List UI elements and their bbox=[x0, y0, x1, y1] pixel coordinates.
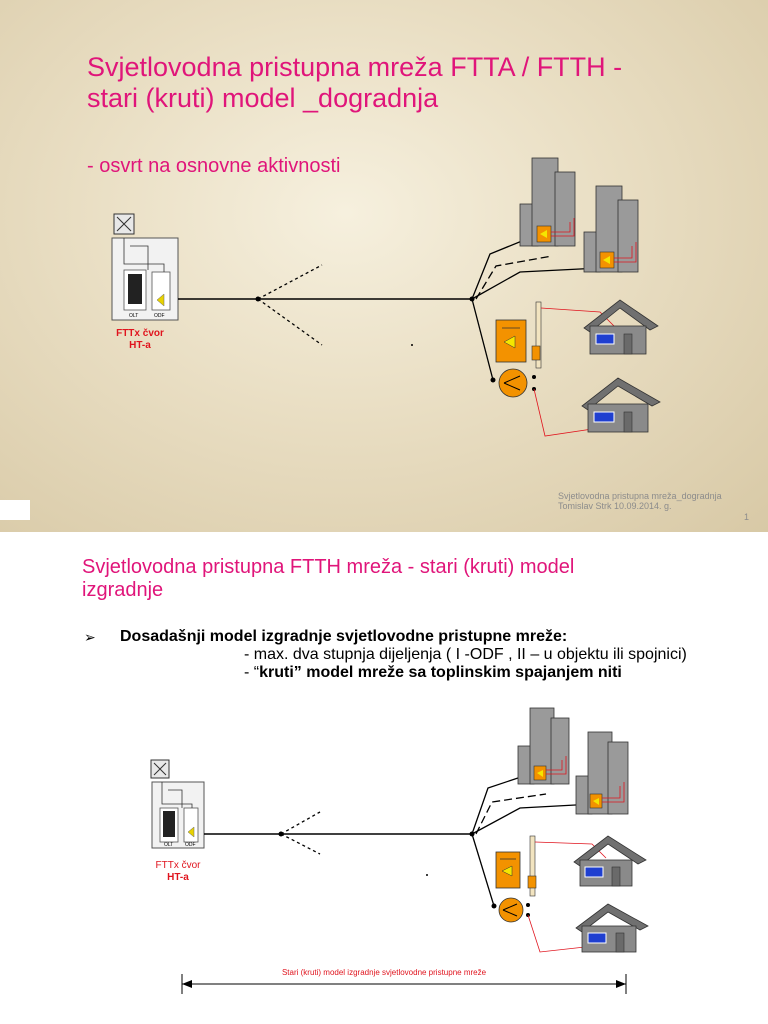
slide-2: Svjetlovodna pristupna FTTH mreža - star… bbox=[0, 532, 768, 1024]
slide-1-title-line-1: Svjetlovodna pristupna mreža FTTA / FTTH… bbox=[87, 52, 623, 82]
pole-splitter-box bbox=[495, 301, 542, 369]
slide-2-title-line-2: izgradnje bbox=[82, 579, 164, 601]
slide-1-footer: Svjetlovodna pristupna mreža_dogradnja T… bbox=[558, 491, 758, 511]
building-icon bbox=[583, 185, 639, 273]
corner-box bbox=[0, 500, 30, 520]
node-label-line-2: HT-a bbox=[167, 872, 189, 883]
footer-line-2: Tomislav Strk 10.09.2014. g. bbox=[558, 501, 672, 511]
odf-label: ODF bbox=[185, 842, 196, 848]
slide-2-network-diagram: OLT ODF FTTx čvor HT-a bbox=[150, 707, 649, 994]
bullet-sub-2-bold: kruti” model mreže sa toplinskim spajanj… bbox=[259, 664, 622, 681]
house-icon bbox=[573, 835, 647, 887]
footer-line-1: Svjetlovodna pristupna mreža_dogradnja bbox=[558, 491, 722, 501]
building-icon bbox=[519, 157, 576, 247]
slide-1-title: Svjetlovodna pristupna mreža FTTA / FTTH… bbox=[87, 52, 747, 114]
node-label-line-1: FTTx čvor bbox=[156, 860, 202, 871]
slide-1-subtitle: - osvrt na osnovne aktivnosti bbox=[87, 155, 341, 177]
page-number: 1 bbox=[744, 512, 750, 522]
node-label-line-2: HT-a bbox=[129, 340, 151, 351]
olt-label: OLT bbox=[164, 842, 173, 848]
slide-1-network-diagram: OLT ODF FTTx čvor HT-a bbox=[111, 157, 661, 437]
building-icon bbox=[575, 731, 629, 815]
olt-label: OLT bbox=[129, 313, 138, 319]
house-icon bbox=[583, 299, 659, 355]
fttx-node-rack: OLT ODF bbox=[111, 213, 179, 321]
bullet-arrow-icon: ➢ bbox=[84, 629, 96, 645]
splitter-icon bbox=[498, 368, 536, 398]
slide-2-title: Svjetlovodna pristupna FTTH mreža - star… bbox=[82, 556, 722, 602]
drop-cable bbox=[534, 841, 607, 859]
node-label-line-1: FTTx čvor bbox=[116, 328, 164, 339]
bullet-sub-1: - max. dva stupnja dijeljenja ( I -ODF ,… bbox=[244, 646, 687, 663]
fttx-node-rack: OLT ODF bbox=[150, 759, 205, 849]
pole-splitter-box bbox=[495, 835, 537, 897]
odf-label: ODF bbox=[154, 313, 165, 319]
house-icon bbox=[581, 377, 661, 433]
slide-2-title-line-1: Svjetlovodna pristupna FTTH mreža - star… bbox=[82, 556, 575, 578]
slide-1: Svjetlovodna pristupna mreža FTTA / FTTH… bbox=[0, 0, 768, 532]
bullet-sub-2-prefix: - “ bbox=[244, 664, 260, 681]
bullet-sub-2: - “kruti” model mreže sa toplinskim spaj… bbox=[244, 664, 622, 682]
dimension-line bbox=[181, 974, 627, 994]
diagram-caption: Stari (kruti) model izgradnje svjetlovod… bbox=[282, 968, 487, 977]
house-icon bbox=[575, 903, 649, 953]
bullet-main-text: Dosadašnji model izgradnje svjetlovodne … bbox=[120, 628, 568, 645]
building-icon bbox=[517, 707, 570, 785]
slide-1-title-line-2: stari (kruti) model _dogradnja bbox=[87, 83, 439, 113]
drop-cable bbox=[540, 307, 619, 331]
splitter-icon bbox=[498, 897, 530, 923]
